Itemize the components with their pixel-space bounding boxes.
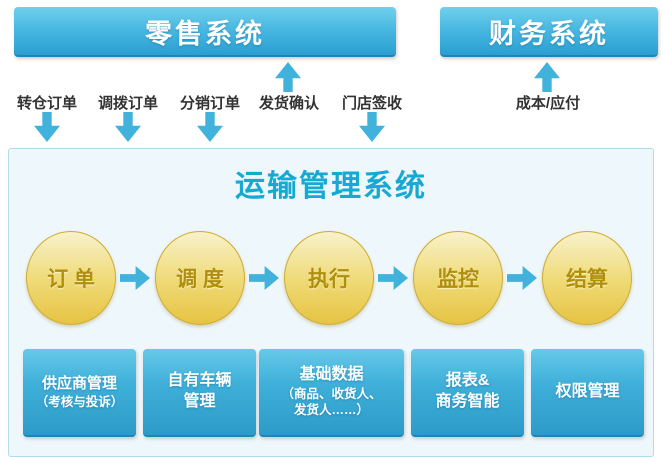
arrow-right-icon (507, 266, 537, 290)
arrow-up-icon (275, 62, 301, 92)
step-circle-monitor: 监控 (413, 231, 503, 325)
arrow-down-icon (197, 112, 223, 142)
tms-title: 运输管理系统 (235, 170, 427, 203)
connector-label-distribution-order: 分销订单 (179, 95, 241, 112)
module-reports-line2: 商务智能 (435, 393, 500, 410)
finance-system-box: 财务系统 (440, 7, 658, 57)
arrow-right-icon (378, 266, 408, 290)
module-supplier-line2: （考核与投诉） (35, 394, 124, 409)
module-own-vehicle-management: 自有车辆 管理 (143, 349, 256, 437)
step-label-execute: 执行 (308, 268, 350, 291)
finance-system-label: 财务系统 (489, 18, 609, 49)
step-circle-order: 订 单 (26, 231, 116, 325)
step-circle-settlement: 结算 (542, 231, 632, 325)
connector-label-shipping-confirm: 发货确认 (258, 95, 320, 112)
step-label-settlement: 结算 (566, 268, 608, 291)
module-basedata-line3: 发货人……） (293, 403, 369, 418)
arrow-right-icon (249, 266, 279, 290)
module-reports-line1: 报表& (445, 372, 490, 390)
module-supplier-line1: 供应商管理 (41, 375, 117, 393)
retail-system-label: 零售系统 (145, 18, 265, 49)
arrow-down-icon (359, 112, 385, 142)
step-label-order: 订 单 (47, 268, 95, 291)
arrow-down-icon (115, 112, 141, 142)
tms-panel: 运输管理系统 订 单 调 度 执行 监控 结算 供应商管理 （考核与投诉） 自有… (8, 148, 654, 457)
module-reports-bi: 报表& 商务智能 (411, 349, 524, 437)
connector-label-transfer-order: 转仓订单 (16, 95, 78, 112)
retail-system-box: 零售系统 (14, 7, 396, 57)
connector-label-cost-payable: 成本/应付 (515, 95, 581, 112)
step-circle-dispatch: 调 度 (155, 231, 245, 325)
module-permission-management: 权限管理 (531, 349, 644, 437)
step-label-monitor: 监控 (437, 268, 479, 291)
arrow-right-icon (120, 266, 150, 290)
module-vehicle-line2: 管理 (183, 393, 216, 410)
connector-label-allocation-order: 调拨订单 (97, 95, 159, 112)
module-vehicle-line1: 自有车辆 (167, 372, 232, 390)
module-permission-line1: 权限管理 (555, 382, 620, 400)
connector-label-store-receipt: 门店签收 (341, 95, 403, 112)
module-basedata-line2: （商品、收货人、 (281, 387, 382, 402)
module-base-data: 基础数据 （商品、收货人、 发货人……） (259, 349, 404, 437)
module-supplier-management: 供应商管理 （考核与投诉） (23, 349, 136, 437)
step-label-dispatch: 调 度 (176, 268, 224, 291)
step-circle-execute: 执行 (284, 231, 374, 325)
module-basedata-line1: 基础数据 (299, 366, 364, 384)
arrow-up-icon (534, 62, 560, 92)
arrow-down-icon (34, 112, 60, 142)
